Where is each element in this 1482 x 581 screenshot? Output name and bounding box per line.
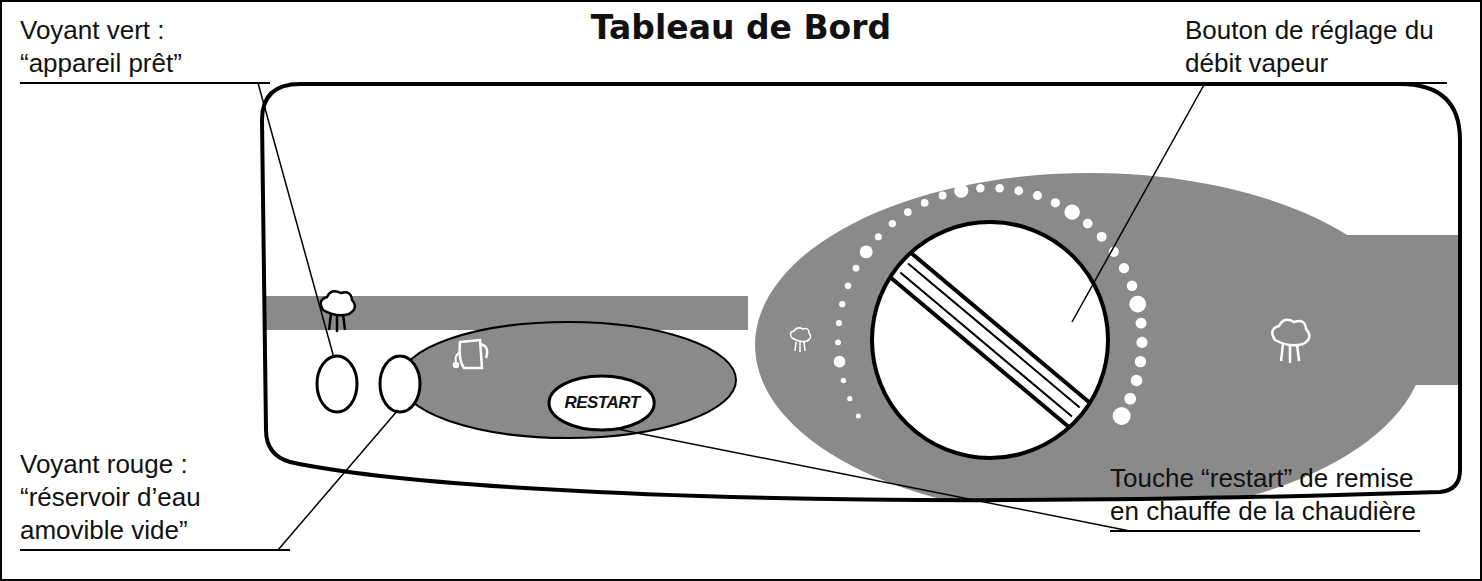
leader-line xyxy=(278,410,398,550)
scale-dot xyxy=(995,184,1004,193)
button-ellipse xyxy=(549,376,654,430)
underline xyxy=(20,82,270,84)
scale-dot xyxy=(875,233,882,240)
scale-dot xyxy=(1131,375,1143,387)
scale-dot xyxy=(836,320,842,326)
scale-dot xyxy=(1113,407,1131,425)
restart-button: RESTART xyxy=(547,374,656,432)
scale-dot xyxy=(1097,232,1107,242)
leader-line xyxy=(612,428,1130,531)
scale-dot xyxy=(1124,393,1136,405)
scale-dot xyxy=(839,301,845,307)
scale-dot xyxy=(1083,219,1093,229)
steam-knob xyxy=(872,222,1108,458)
scale-dot xyxy=(1033,191,1042,200)
red-light xyxy=(380,356,420,412)
scale-dot xyxy=(860,245,873,258)
leader-line xyxy=(258,83,334,358)
panel-title: Tableau de Bord xyxy=(591,8,891,47)
water-tank-icon xyxy=(454,340,487,368)
scale-dot xyxy=(856,414,861,419)
callout-label: Voyant rouge : “réservoir d’eau amovible… xyxy=(20,448,290,547)
scale-dot xyxy=(845,283,851,289)
callout-label: Bouton de réglage du débit vapeur xyxy=(1185,14,1447,80)
scale-dot xyxy=(847,396,852,401)
scale-dot xyxy=(1135,356,1146,367)
low-steam-icon xyxy=(790,328,810,352)
scale-dot xyxy=(939,192,947,200)
high-steam-icon xyxy=(1272,320,1309,363)
scale-dot xyxy=(1136,318,1147,329)
scale-dot xyxy=(921,199,929,207)
scale-dot xyxy=(1127,280,1138,291)
scale-dot xyxy=(1051,198,1060,207)
scale-dot xyxy=(853,265,860,272)
knob-grip xyxy=(891,253,1089,427)
underline xyxy=(1110,530,1420,532)
scale-dot xyxy=(834,356,846,368)
green-light xyxy=(317,356,357,412)
callout-label: Touche “restart” de remise en chauffe de… xyxy=(1110,462,1420,528)
leader-line xyxy=(1072,83,1205,322)
callout-label: Voyant vert : “appareil prêt” xyxy=(20,14,270,80)
scale-dot xyxy=(1064,204,1079,219)
scale-dot xyxy=(835,339,841,345)
scale-dot xyxy=(904,208,912,216)
underline xyxy=(1185,82,1447,84)
scale-dot xyxy=(889,220,896,227)
scale-dot xyxy=(954,184,968,198)
button-zone xyxy=(400,322,736,438)
scale-dot xyxy=(841,378,846,383)
scale-dot xyxy=(1129,296,1146,313)
grey-band xyxy=(1180,235,1480,385)
button-label: RESTART xyxy=(564,393,639,413)
scale-dot xyxy=(1014,186,1023,195)
underline xyxy=(20,549,290,551)
scale-dot xyxy=(976,184,984,192)
scale-dot xyxy=(1119,263,1129,273)
scale-dot xyxy=(1136,337,1147,348)
housing-outline xyxy=(262,84,1460,500)
